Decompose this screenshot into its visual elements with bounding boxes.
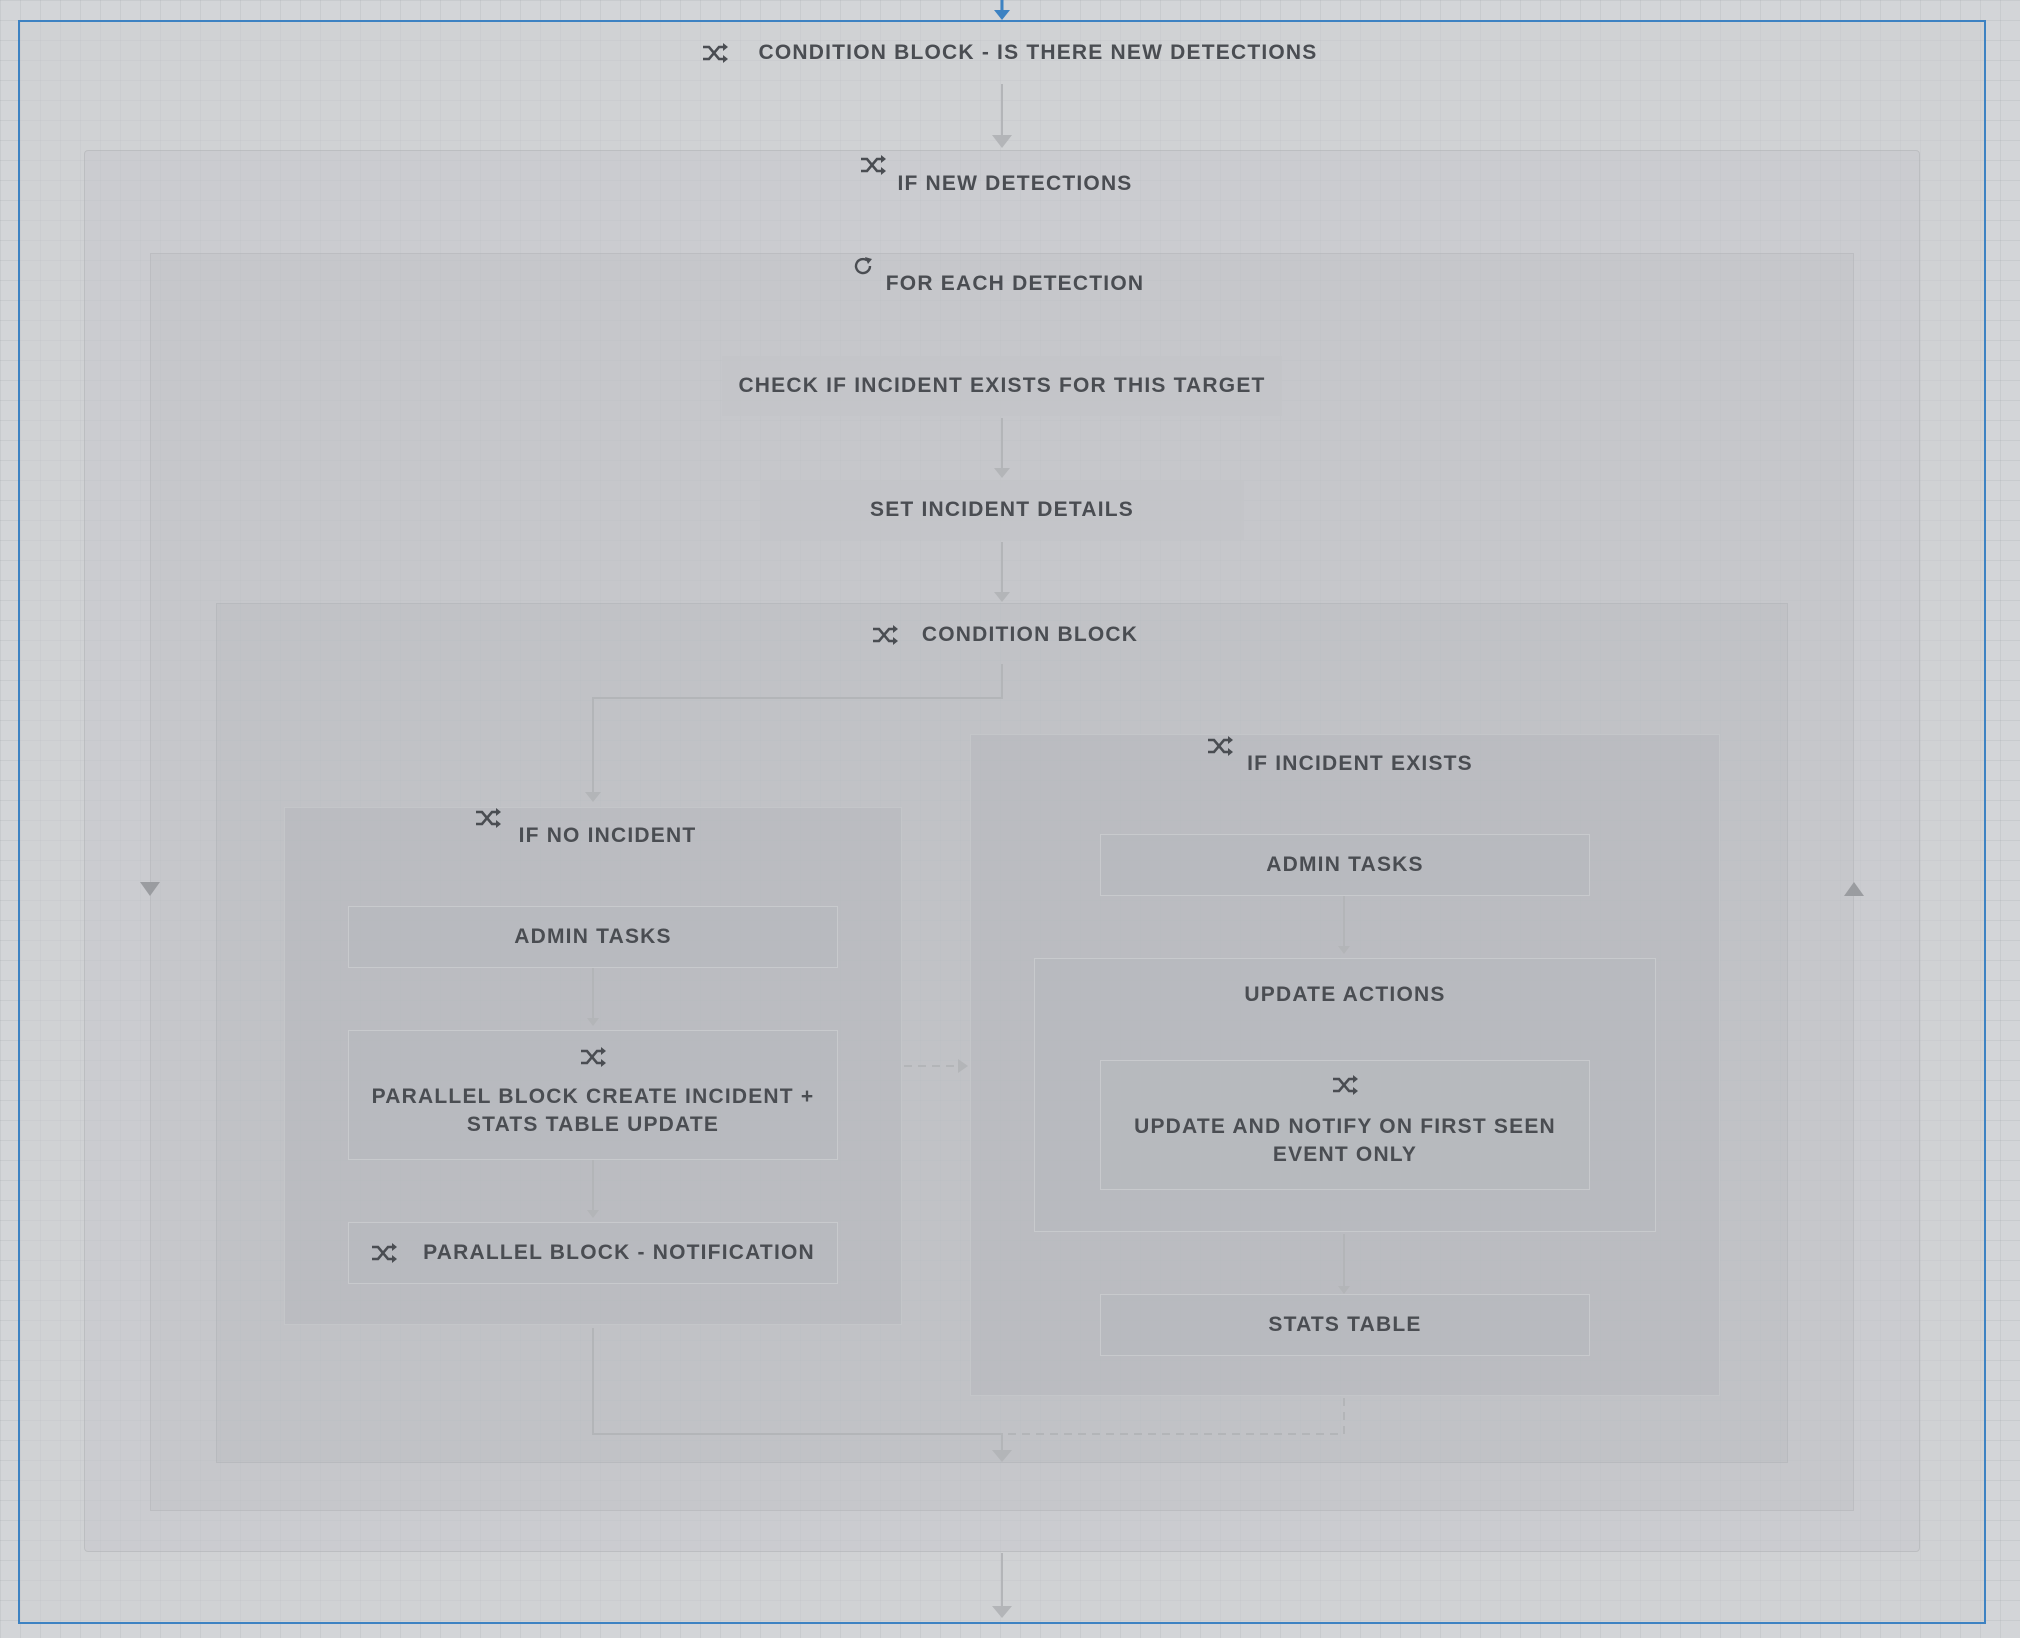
shuffle-icon xyxy=(703,43,729,63)
update-actions-label: UPDATE ACTIONS xyxy=(1244,983,1446,1006)
admin-tasks-label: ADMIN TASKS xyxy=(1266,853,1424,876)
outer-block-title: CONDITION BLOCK - IS THERE NEW DETECTION… xyxy=(758,41,1318,64)
shuffle-icon xyxy=(872,625,898,645)
update-and-notify-line2: EVENT ONLY xyxy=(1272,1143,1418,1166)
set-incident-details-step[interactable]: SET INCIDENT DETAILS xyxy=(760,480,1244,540)
if-incident-exists-header[interactable]: IF INCIDENT EXISTS xyxy=(1240,750,1480,778)
if-new-detections-header[interactable]: IF NEW DETECTIONS xyxy=(860,170,1170,198)
parallel-create-incident-line2: STATS TABLE UPDATE xyxy=(466,1113,720,1136)
parallel-notification-block[interactable]: PARALLEL BLOCK - NOTIFICATION xyxy=(348,1222,838,1284)
shuffle-icon xyxy=(581,1047,606,1067)
if-new-detections-title: IF NEW DETECTIONS xyxy=(897,172,1133,195)
shuffle-icon xyxy=(1208,736,1233,756)
set-incident-details-label: SET INCIDENT DETAILS xyxy=(870,498,1134,521)
if-no-incident-header[interactable]: IF NO INCIDENT xyxy=(500,822,715,850)
if-incident-exists-title: IF INCIDENT EXISTS xyxy=(1247,752,1473,775)
condition-block-header[interactable]: CONDITION BLOCK xyxy=(840,618,1170,652)
admin-tasks-incident-exists[interactable]: ADMIN TASKS xyxy=(1100,834,1590,896)
parallel-notification-label: PARALLEL BLOCK - NOTIFICATION xyxy=(423,1241,815,1264)
check-incident-step[interactable]: CHECK IF INCIDENT EXISTS FOR THIS TARGET xyxy=(722,356,1282,416)
shuffle-icon xyxy=(476,808,501,828)
check-incident-label: CHECK IF INCIDENT EXISTS FOR THIS TARGET xyxy=(738,374,1266,397)
admin-tasks-no-incident[interactable]: ADMIN TASKS xyxy=(348,906,838,968)
stats-table-label: STATS TABLE xyxy=(1268,1313,1422,1336)
loop-icon xyxy=(854,257,872,275)
if-no-incident-title: IF NO INCIDENT xyxy=(518,824,697,847)
update-and-notify-line1: UPDATE AND NOTIFY ON FIRST SEEN xyxy=(1134,1115,1556,1138)
shuffle-icon xyxy=(861,155,886,175)
for-each-detection-title: FOR EACH DETECTION xyxy=(885,272,1145,295)
condition-block-title: CONDITION BLOCK xyxy=(921,623,1139,646)
shuffle-icon xyxy=(1333,1075,1358,1095)
outer-block-header[interactable]: CONDITION BLOCK - IS THERE NEW DETECTION… xyxy=(700,36,1320,70)
admin-tasks-label: ADMIN TASKS xyxy=(514,925,672,948)
parallel-create-incident-line1: PARALLEL BLOCK CREATE INCIDENT + xyxy=(371,1085,815,1108)
parallel-create-incident-block[interactable]: PARALLEL BLOCK CREATE INCIDENT + STATS T… xyxy=(348,1030,838,1160)
shuffle-icon xyxy=(372,1243,398,1263)
stats-table-block[interactable]: STATS TABLE xyxy=(1100,1294,1590,1356)
update-and-notify-block[interactable]: UPDATE AND NOTIFY ON FIRST SEEN EVENT ON… xyxy=(1100,1060,1590,1190)
for-each-detection-header[interactable]: FOR EACH DETECTION xyxy=(860,270,1170,298)
